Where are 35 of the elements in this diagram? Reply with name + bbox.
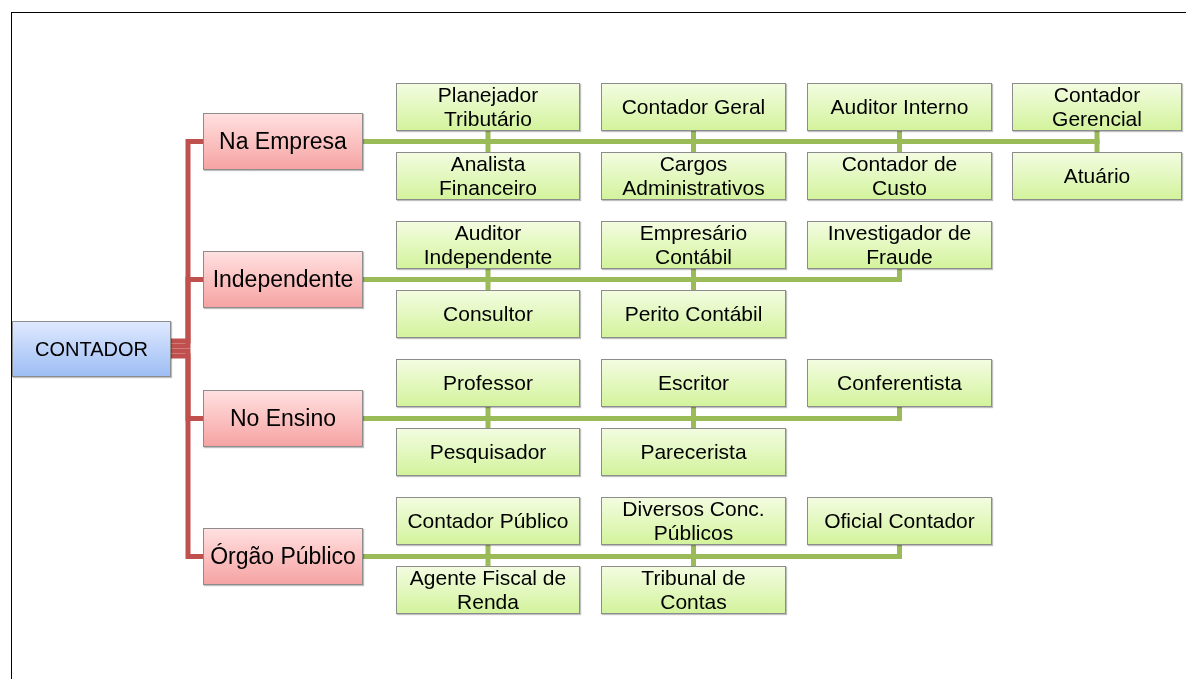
role-box: Empresário Contábil xyxy=(601,221,786,269)
role-box: Agente Fiscal de Renda xyxy=(396,566,580,614)
role-box: Analista Financeiro xyxy=(396,152,580,200)
role-box: Auditor Interno xyxy=(807,83,992,131)
role-box: Pesquisador xyxy=(396,428,580,476)
connector-line xyxy=(363,554,696,566)
role-box: Planejador Tributário xyxy=(396,83,580,131)
role-box: Auditor Independente xyxy=(396,221,580,269)
role-box: Diversos Conc. Públicos xyxy=(601,497,786,545)
role-box: Perito Contábil xyxy=(601,290,786,338)
role-box: Contador Público xyxy=(396,497,580,545)
connector-line xyxy=(171,277,203,349)
role-box: Tribunal de Contas xyxy=(601,566,786,614)
category-box: Independente xyxy=(203,251,363,308)
category-box: No Ensino xyxy=(203,390,363,447)
connector-line xyxy=(171,139,203,344)
role-box: Cargos Administrativos xyxy=(601,152,786,200)
role-box: Contador Geral xyxy=(601,83,786,131)
role-box: Oficial Contador xyxy=(807,497,992,545)
connector-line xyxy=(171,353,203,559)
category-box: Na Empresa xyxy=(203,113,363,170)
role-box: Contador Gerencial xyxy=(1012,83,1182,131)
role-box: Contador de Custo xyxy=(807,152,992,200)
role-box: Investigador de Fraude xyxy=(807,221,992,269)
connector-line xyxy=(363,416,696,428)
connector-line xyxy=(363,277,696,290)
role-box: Conferentista xyxy=(807,359,992,407)
category-box: Órgão Público xyxy=(203,528,363,585)
root-box: CONTADOR xyxy=(12,321,171,377)
role-box: Professor xyxy=(396,359,580,407)
connector-line xyxy=(171,348,203,421)
role-box: Atuário xyxy=(1012,152,1182,200)
role-box: Consultor xyxy=(396,290,580,338)
role-box: Escritor xyxy=(601,359,786,407)
role-box: Parecerista xyxy=(601,428,786,476)
